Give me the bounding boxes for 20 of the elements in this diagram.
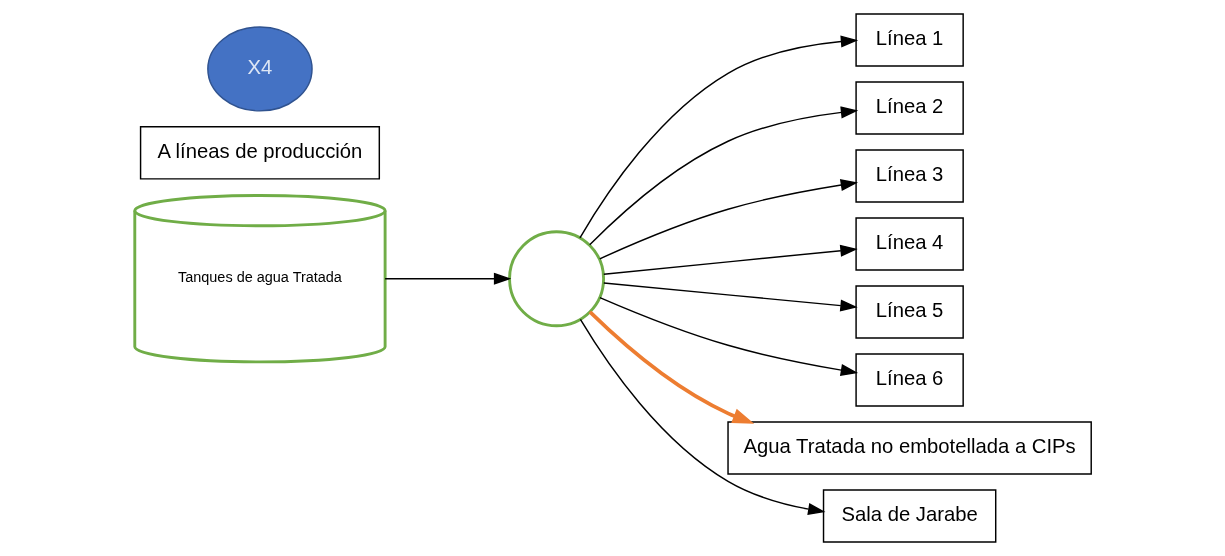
arrow: [579, 318, 825, 516]
node-box: Línea 6: [854, 353, 964, 407]
arrow: [602, 282, 858, 312]
node-box: A líneas de producción: [139, 126, 380, 180]
node-box: Línea 1: [854, 13, 964, 67]
arrow: [383, 272, 511, 285]
node-box: Línea 5: [854, 285, 964, 339]
node-box: Sala de Jarabe: [822, 489, 996, 543]
node-circle: [507, 230, 605, 328]
node-box: Línea 2: [854, 81, 964, 135]
arrow: [598, 179, 858, 260]
arrow: [588, 106, 858, 246]
node-box: Línea 3: [854, 149, 964, 203]
arrow: [602, 244, 858, 275]
node-box: Agua Tratada no embotellada a CIPs: [726, 421, 1092, 475]
arrow: [588, 310, 754, 424]
arrow: [578, 35, 858, 239]
arrow: [598, 296, 858, 377]
node-ellipse: X4: [206, 26, 313, 112]
node-box: Línea 4: [854, 217, 964, 271]
